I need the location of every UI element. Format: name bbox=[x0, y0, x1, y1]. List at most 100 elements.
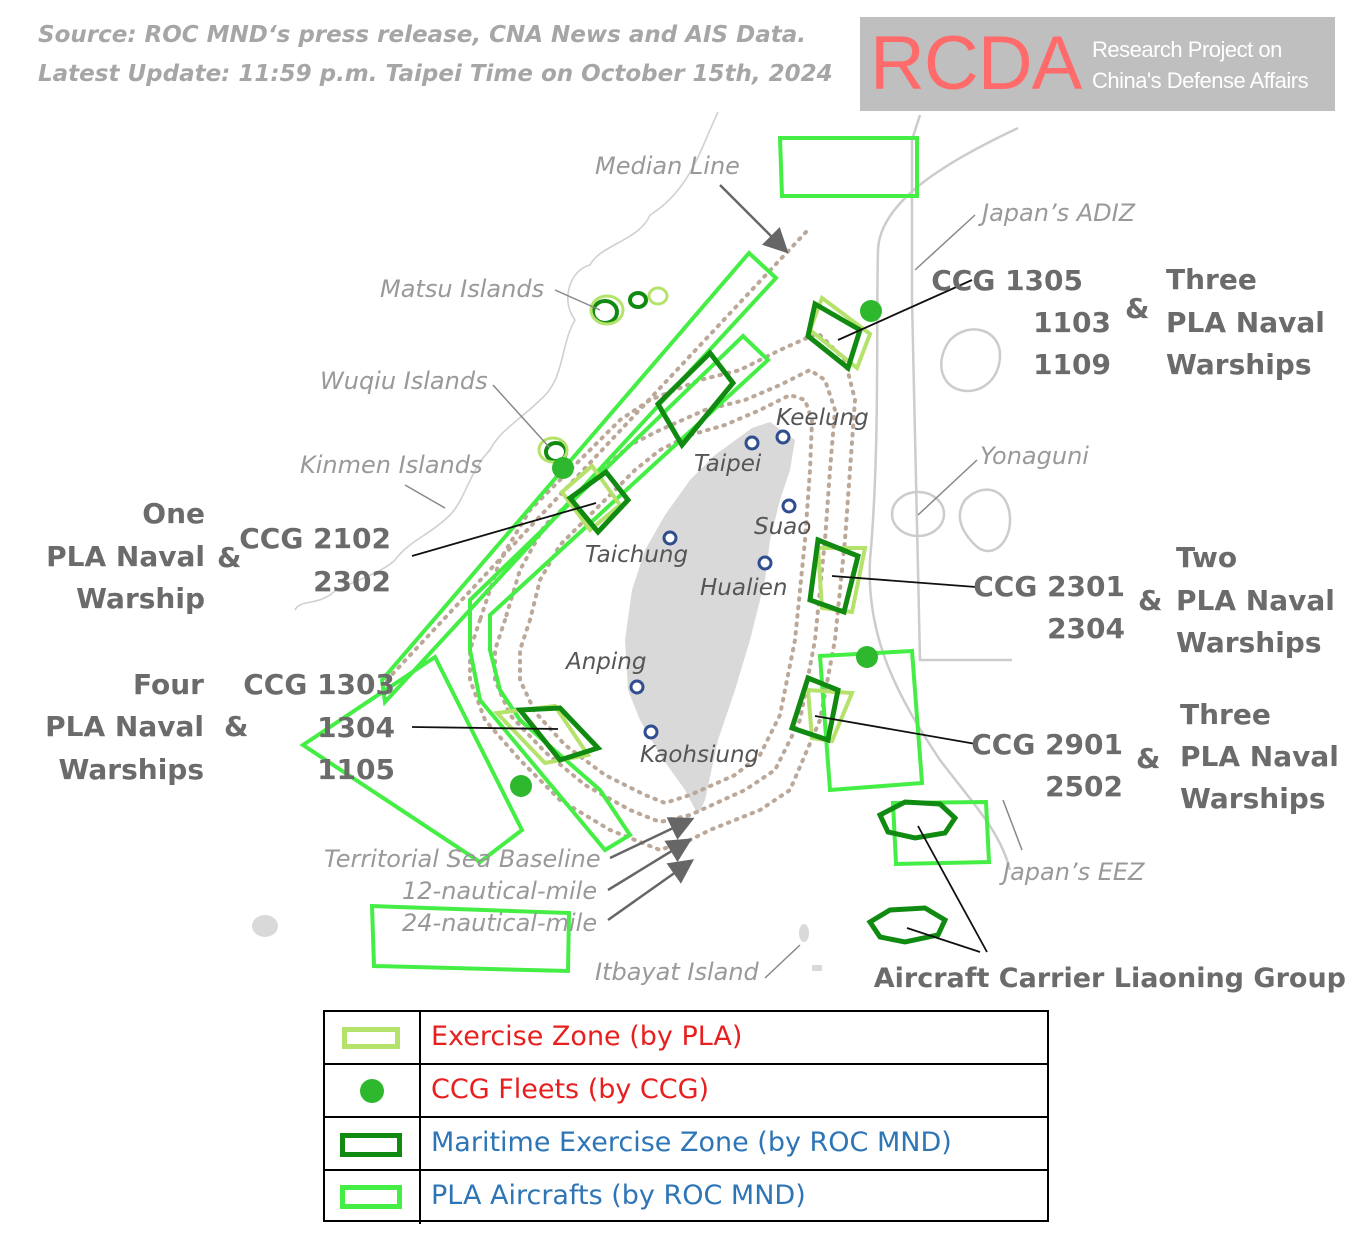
leader-median bbox=[719, 184, 789, 254]
carrier-zone-1 bbox=[876, 799, 959, 841]
legend: Exercise Zone (by PLA) CCG Fleets (by CC… bbox=[323, 1010, 1049, 1224]
leader-matsu bbox=[554, 289, 601, 311]
nm24-line bbox=[518, 392, 815, 806]
yonaguni-label: Yonaguni bbox=[980, 442, 1089, 470]
legend-label-ccg-fleets: CCG Fleets (by CCG) bbox=[431, 1074, 710, 1105]
callout-e-ccg-1: CCG 2301 bbox=[973, 570, 1125, 603]
legend-symbol-exercise-zone bbox=[325, 1012, 421, 1063]
roc-zone-sw bbox=[514, 705, 603, 763]
callout-sw-pla-2: PLA Naval bbox=[45, 710, 204, 743]
logo-subtitle: Research Project on China's Defense Affa… bbox=[1092, 34, 1309, 96]
callout-ne-pla-3: Warships bbox=[1166, 348, 1312, 381]
leader-adiz bbox=[914, 214, 976, 271]
callout-e-pla-1: Two bbox=[1176, 541, 1237, 574]
city-label-suao: Suao bbox=[754, 514, 811, 540]
label-leaders bbox=[404, 184, 1023, 979]
territorial-sea-label: Territorial Sea Baseline bbox=[324, 845, 601, 873]
matsu-marker-4 bbox=[647, 286, 669, 306]
japan-adiz-label: Japan’s ADIZ bbox=[978, 199, 1136, 227]
island-small-2 bbox=[799, 924, 809, 942]
logo-main-text: RCDA bbox=[870, 21, 1082, 106]
carrier-zone-2 bbox=[866, 905, 949, 945]
callout-leaders bbox=[411, 279, 988, 953]
city-label-taichung: Taichung bbox=[585, 542, 688, 568]
legend-label-exercise-zone: Exercise Zone (by PLA) bbox=[431, 1021, 743, 1052]
roc-zone-ne bbox=[805, 300, 863, 373]
callout-w-pla-2: PLA Naval bbox=[46, 540, 205, 573]
roc-maritime-zones bbox=[514, 300, 863, 763]
callout-sw-ccg-1: CCG 1303 bbox=[243, 668, 395, 701]
city-marker-kaohsiung bbox=[643, 724, 659, 740]
callout-se-pla-3: Warships bbox=[1180, 782, 1326, 815]
callout-line-w bbox=[411, 502, 597, 557]
legend-symbol-ccg-fleets bbox=[325, 1065, 421, 1116]
median-line-label: Median Line bbox=[595, 152, 740, 180]
leader-itbayat bbox=[764, 944, 801, 979]
city-marker-anping bbox=[629, 679, 645, 695]
kinmen-label: Kinmen Islands bbox=[300, 451, 483, 479]
callout-sw-amp: & bbox=[224, 710, 248, 743]
matsu-marker-3 bbox=[628, 291, 648, 309]
callout-se-ccg-1: CCG 2901 bbox=[971, 728, 1123, 761]
callout-ne-ccg-2: 1103 bbox=[1033, 306, 1111, 339]
ishigaki-island bbox=[958, 488, 1012, 553]
city-marker-hualien bbox=[757, 555, 773, 571]
city-markers bbox=[629, 429, 797, 740]
territorial-sea-baseline bbox=[468, 330, 858, 853]
leader-12nm bbox=[607, 838, 693, 892]
wuqiu-label: Wuqiu Islands bbox=[320, 367, 488, 395]
ccg-dot-sw bbox=[510, 775, 532, 797]
legend-symbol-maritime-zone bbox=[325, 1118, 421, 1169]
leader-eez bbox=[1002, 799, 1023, 851]
logo-subtitle-line1: Research Project on bbox=[1092, 37, 1282, 62]
aircraft-zone-s bbox=[369, 903, 572, 974]
legend-row-maritime-zone: Maritime Exercise Zone (by ROC MND) bbox=[325, 1118, 1047, 1171]
callout-ne-ccg-1: CCG 1305 bbox=[931, 264, 1083, 297]
callout-ne: CCG 1305 1103 1109 & Three PLA Naval War… bbox=[931, 263, 1325, 381]
callout-w-pla-3: Warship bbox=[76, 582, 205, 615]
japan-eez-line bbox=[868, 126, 1019, 871]
city-marker-suao bbox=[781, 498, 797, 514]
callout-w-ccg-2: 2302 bbox=[313, 565, 391, 598]
city-label-hualien: Hualien bbox=[700, 575, 787, 601]
nm12-label: 12-nautical-mile bbox=[402, 877, 597, 905]
pla-zone-e bbox=[815, 546, 868, 615]
aircraft-zone-e bbox=[817, 648, 925, 793]
ccg-dot-w bbox=[552, 457, 574, 479]
city-label-kaohsiung: Kaohsiung bbox=[640, 742, 759, 768]
callout-line-ne bbox=[837, 279, 973, 341]
city-marker-keelung bbox=[775, 429, 791, 445]
carrier-line-1 bbox=[917, 825, 988, 953]
matsu-marker-2 bbox=[589, 294, 625, 326]
callout-w-amp: & bbox=[217, 541, 241, 574]
aircraft-zone-n bbox=[777, 136, 919, 198]
leader-yonaguni bbox=[917, 459, 978, 516]
callout-w-pla-1: One bbox=[142, 497, 205, 530]
itbayat-label: Itbayat Island bbox=[595, 958, 760, 986]
dark-green-rect-icon bbox=[340, 1133, 402, 1157]
light-green-rect-icon bbox=[342, 1027, 400, 1049]
ccg-dot-e bbox=[856, 646, 878, 668]
yonaguni-island bbox=[890, 490, 946, 538]
legend-row-pla-aircrafts: PLA Aircrafts (by ROC MND) bbox=[325, 1171, 1047, 1224]
callout-line-e bbox=[831, 575, 977, 588]
callout-ne-pla-2: PLA Naval bbox=[1166, 306, 1325, 339]
ccg-fleet-dots bbox=[510, 300, 882, 797]
aircraft-zone-sw bbox=[299, 654, 525, 865]
carrier-line-2 bbox=[906, 927, 981, 953]
callout-sw: Four PLA Naval Warships & CCG 1303 1304 … bbox=[45, 668, 395, 786]
roc-zone-e bbox=[807, 536, 861, 616]
median-line bbox=[383, 230, 808, 684]
callout-se-pla-2: PLA Naval bbox=[1180, 740, 1339, 773]
callout-sw-ccg-2: 1304 bbox=[317, 711, 395, 744]
iriomote-island bbox=[940, 328, 1002, 393]
island-small-1 bbox=[252, 915, 278, 937]
city-label-anping: Anping bbox=[564, 649, 646, 675]
roc-zone-se bbox=[788, 674, 841, 744]
legend-symbol-pla-aircrafts bbox=[325, 1171, 421, 1224]
callout-line-sw bbox=[411, 726, 559, 730]
leader-24nm bbox=[607, 859, 695, 922]
callout-sw-pla-1: Four bbox=[133, 668, 204, 701]
city-marker-taichung bbox=[662, 530, 678, 546]
